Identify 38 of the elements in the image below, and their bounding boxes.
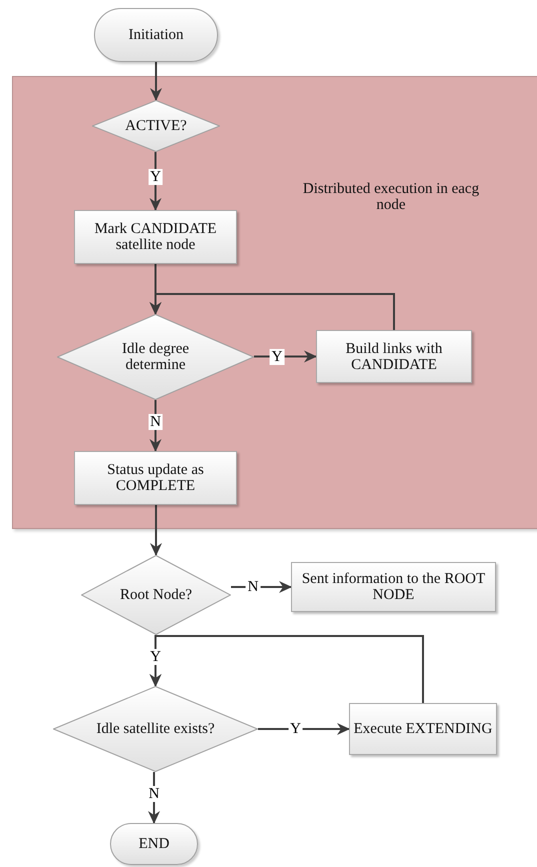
node-label: Mark CANDIDATE satellite node <box>93 221 218 253</box>
node-label: ACTIVE? <box>125 118 187 134</box>
node-label: Sent information to the ROOT NODE <box>300 571 486 603</box>
arrow <box>150 152 162 211</box>
terminal-shape <box>110 823 198 865</box>
decision-diamond <box>81 555 231 635</box>
process-box <box>316 330 472 383</box>
edge-label: Y <box>148 648 163 664</box>
region-title: Distributed execution in eacg node <box>302 181 480 213</box>
node-label: Build links with CANDIDATE <box>344 340 444 372</box>
arrow <box>150 635 424 703</box>
node-label: Initiation <box>128 27 184 43</box>
edge-label: Y <box>148 169 163 185</box>
arrow <box>258 723 350 735</box>
terminal-shape <box>94 8 218 62</box>
region-band <box>12 76 537 529</box>
edge-label: Y <box>270 348 284 364</box>
node-label: Idle degree determine <box>120 341 190 373</box>
decision-diamond <box>53 686 258 772</box>
decision-diamond <box>92 100 220 152</box>
arrow <box>150 62 162 101</box>
process-box <box>74 451 237 505</box>
arrow <box>148 772 160 824</box>
arrow <box>150 505 162 556</box>
node-label: Execute EXTENDING <box>354 721 492 737</box>
process-box <box>349 703 497 755</box>
node-label: Root Node? <box>120 587 192 603</box>
arrow <box>150 400 162 452</box>
arrow <box>254 350 317 362</box>
edge-label: N <box>146 786 162 802</box>
decision-diamond <box>57 314 254 400</box>
node-label: END <box>138 836 170 852</box>
node-label: Idle satellite exists? <box>96 721 215 737</box>
arrow <box>231 581 292 593</box>
arrow <box>150 293 395 330</box>
process-box <box>291 562 496 612</box>
node-label: Status update as COMPLETE <box>106 462 205 494</box>
process-box <box>74 210 237 264</box>
